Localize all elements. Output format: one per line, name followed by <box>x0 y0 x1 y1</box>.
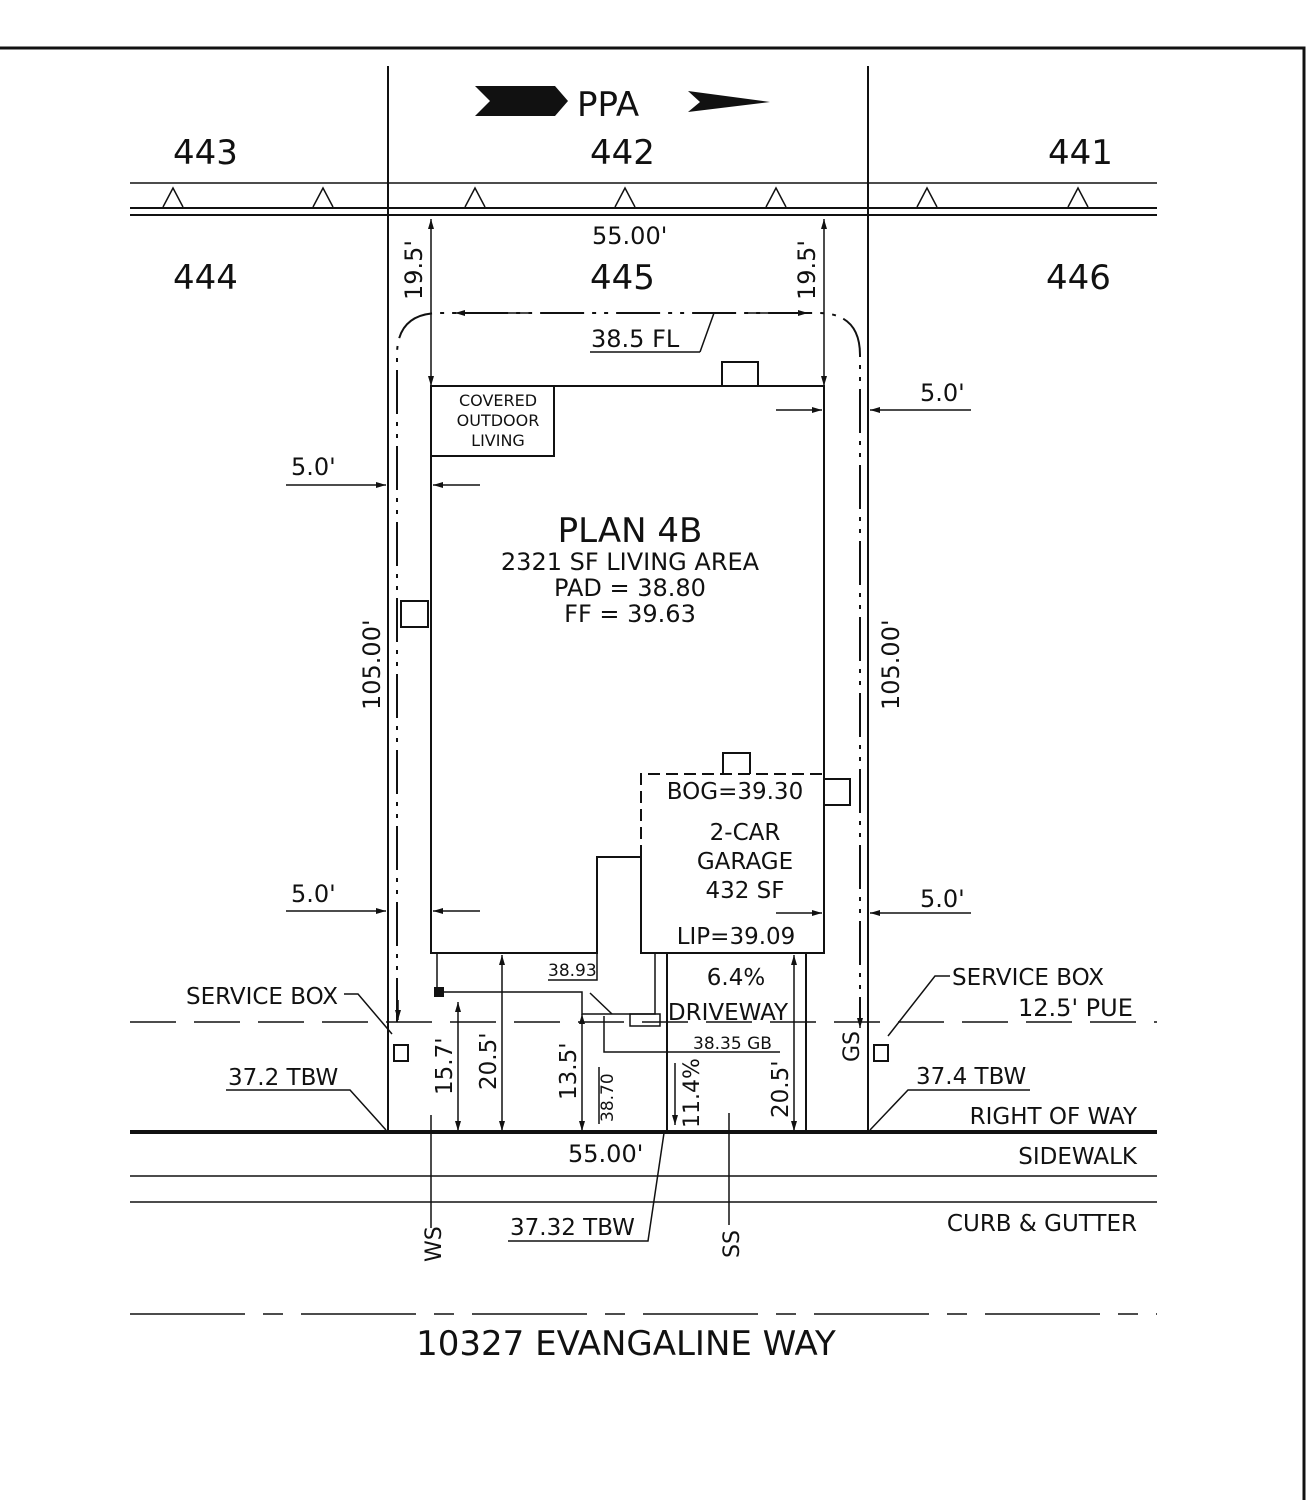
garage-lip: LIP=39.09 <box>677 924 796 950</box>
garage-bog: BOG=39.30 <box>667 779 803 805</box>
gas-line: GS <box>840 1018 865 1062</box>
setback-rear-left: 19.5' <box>400 240 428 300</box>
front-dim-13-5: 13.5' <box>556 1042 582 1100</box>
lot-443: 443 <box>173 133 238 173</box>
service-box-left-label: SERVICE BOX <box>186 984 338 1010</box>
street-address: 10327 EVANGALINE WAY <box>416 1324 836 1364</box>
front-dimensions: 15.7' 20.5' 13.5' 20.5' 11.4% <box>395 955 797 1131</box>
curb-gutter-label: CURB & GUTTER <box>947 1211 1137 1237</box>
lot-depth-left: 105.00' <box>358 619 386 710</box>
covered-outdoor-living: COVERED OUTDOOR LIVING <box>430 385 555 457</box>
setback-side-upper-right: 5.0' <box>920 379 965 407</box>
lot-446: 446 <box>1046 258 1111 298</box>
plan-living-area: 2321 SF LIVING AREA <box>501 548 760 576</box>
tbw-right: 37.4 TBW <box>916 1064 1026 1090</box>
plan-labels: PLAN 4B 2321 SF LIVING AREA PAD = 38.80 … <box>501 511 760 628</box>
pue-line: 12.5' PUE <box>130 994 1157 1023</box>
lot-width-bottom: 55.00' <box>568 1140 643 1168</box>
rear-setbacks: 19.5' 19.5' <box>400 219 827 386</box>
ss-label: SS <box>720 1230 745 1258</box>
garage-line3: 432 SF <box>705 878 784 904</box>
house-footprint <box>400 361 851 954</box>
sheet-border <box>0 46 1306 1500</box>
pue-label: 12.5' PUE <box>1018 994 1133 1022</box>
setback-side-lower-left: 5.0' <box>291 880 336 908</box>
slope-11-4: 11.4% <box>680 1058 705 1128</box>
covered-line1: COVERED <box>459 391 537 410</box>
covered-line2: OUTDOOR <box>457 411 540 430</box>
service-box-left: SERVICE BOX <box>186 984 409 1062</box>
setback-side-lower-right: 5.0' <box>920 885 965 913</box>
front-dim-20-5-right: 20.5' <box>768 1060 794 1118</box>
building-envelope: 38.5 FL <box>396 310 861 1022</box>
lot-lines <box>387 66 869 1133</box>
front-dim-20-5-left: 20.5' <box>476 1032 502 1090</box>
sidewalk-label: SIDEWALK <box>1018 1144 1138 1170</box>
lot-width-top: 55.00' <box>592 222 667 250</box>
plan-pad: PAD = 38.80 <box>554 574 706 602</box>
ws-label: WS <box>422 1226 447 1262</box>
plan-title: PLAN 4B <box>558 511 703 551</box>
garage-labels: BOG=39.30 2-CAR GARAGE 432 SF LIP=39.09 <box>667 779 803 950</box>
tbw-left: 37.2 TBW <box>228 1065 338 1091</box>
lot-442: 442 <box>590 133 655 173</box>
setback-side-upper-left: 5.0' <box>291 453 336 481</box>
water-meter-icon <box>434 987 444 997</box>
north-arrow-icon: PPA <box>475 85 770 125</box>
north-label: PPA <box>577 85 639 125</box>
street-lines: RIGHT OF WAY SIDEWALK CURB & GUTTER 55.0… <box>130 1104 1157 1315</box>
tbw-callouts: 37.2 TBW 37.4 TBW 37.32 TBW <box>226 1064 1030 1242</box>
elev-38-70: 38.70 <box>598 1073 618 1122</box>
right-of-way-label: RIGHT OF WAY <box>970 1104 1138 1130</box>
lot-441: 441 <box>1048 133 1113 173</box>
gs-label: GS <box>840 1031 865 1062</box>
lot-445: 445 <box>590 258 655 298</box>
plan-ff: FF = 39.63 <box>564 600 696 628</box>
lot-depth-right: 105.00' <box>877 619 905 710</box>
utility-lines: WS SS <box>422 1113 745 1262</box>
driveway: 38.93 6.4% DRIVEWAY 38.35 GB 38.70 <box>434 953 807 1131</box>
side-setbacks: 5.0' 5.0' 5.0' 5.0' <box>286 379 971 916</box>
setback-rear-right: 19.5' <box>793 240 821 300</box>
service-box-right-label: SERVICE BOX <box>952 965 1104 991</box>
front-dim-15-7: 15.7' <box>432 1037 458 1095</box>
garage-line2: GARAGE <box>697 849 793 875</box>
fl-width-label: 38.5 FL <box>591 325 680 353</box>
covered-line3: LIVING <box>471 431 525 450</box>
driveway-slope: 6.4% <box>707 965 765 991</box>
rear-wall <box>130 182 1157 216</box>
driveway-label: DRIVEWAY <box>668 1000 789 1026</box>
lot-444: 444 <box>173 258 238 298</box>
garage-line1: 2-CAR <box>710 820 781 846</box>
driveway-gb: 38.35 GB <box>693 1034 772 1054</box>
tbw-center: 37.32 TBW <box>510 1215 635 1241</box>
driveway-elev-3893: 38.93 <box>548 961 597 981</box>
lot-numbers: 443 442 441 444 445 446 <box>173 133 1113 298</box>
service-box-right: SERVICE BOX <box>873 965 1104 1062</box>
